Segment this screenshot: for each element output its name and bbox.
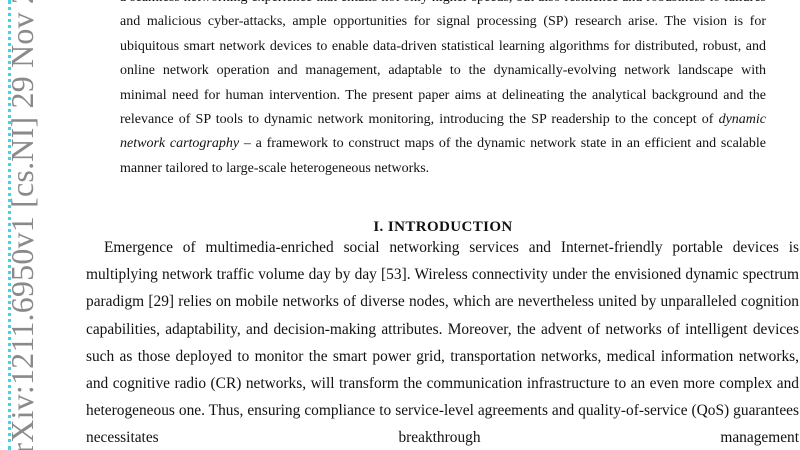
abstract-section: a seamless networking experience that en… <box>120 0 766 181</box>
arxiv-sidebar: arXiv:1211.6950v1 [cs.NI] 29 Nov 2012 <box>0 0 44 450</box>
abstract-text-after-emphasis: – a framework to construct maps of the d… <box>120 136 766 176</box>
introduction-heading: I. INTRODUCTION <box>373 219 513 236</box>
dotted-margin-rule <box>8 0 11 450</box>
abstract-text: a seamless networking experience that en… <box>120 0 766 181</box>
dynamic-network-cartography-emphasis: dynamic network cartography <box>120 112 767 152</box>
introduction-paragraph: Emergence of multimedia-enriched social … <box>86 239 799 447</box>
abstract-text-before-emphasis: a seamless networking experience that en… <box>120 0 766 128</box>
introduction-section: Emergence of multimedia-enriched social … <box>86 234 799 450</box>
